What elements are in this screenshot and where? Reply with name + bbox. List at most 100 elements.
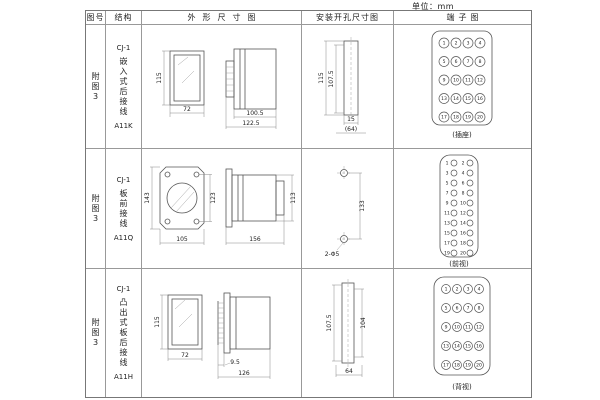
terminal-circle xyxy=(463,360,473,370)
terminal-circle xyxy=(466,209,474,217)
terminal-number: 6 xyxy=(456,306,459,312)
drill-dims xyxy=(336,172,362,251)
terminal-number: 7 xyxy=(467,306,470,312)
front-view-dims xyxy=(162,50,205,117)
terminal-number: 18 xyxy=(454,363,460,369)
terminal-number: 1 xyxy=(445,287,448,293)
terminal-circle xyxy=(450,56,462,67)
terminal-number: 14 xyxy=(454,344,460,350)
terminal-number: 20 xyxy=(477,115,483,121)
dim-front-width: 105 xyxy=(176,236,188,243)
terminal-circle xyxy=(450,239,458,247)
terminal-circle xyxy=(462,56,474,67)
side-view-dims xyxy=(225,174,294,245)
terminal-number: 13 xyxy=(444,221,450,227)
terminal-circle xyxy=(452,303,462,313)
terminal-number: 13 xyxy=(443,344,449,350)
terminal-circle xyxy=(438,111,450,123)
terminal-circle xyxy=(438,56,450,67)
terminal-circle xyxy=(452,360,462,370)
header-outline: 外形尺寸图 xyxy=(142,11,302,25)
terminal-circle xyxy=(441,303,451,313)
terminal-circle xyxy=(441,322,451,332)
terminal-circle xyxy=(450,111,462,123)
terminal-circle xyxy=(463,341,473,351)
side-view xyxy=(225,48,277,110)
terminal-outline xyxy=(439,154,479,258)
terminal-circle xyxy=(452,341,462,351)
terminal-circle xyxy=(450,93,462,104)
type-code-label: A11K xyxy=(114,121,133,130)
dim-front-width: 72 xyxy=(183,106,191,113)
terminal-number: 7 xyxy=(467,59,470,65)
terminal-number: 3 xyxy=(467,287,470,293)
terminal-circle xyxy=(466,229,474,237)
row3-structure-cell: CJ-1 凸出式板后接线 A11H xyxy=(106,269,142,397)
row3-install-drawing: 107.5 104 64 xyxy=(326,279,367,377)
type-code-label: A11Q xyxy=(113,233,134,242)
row3-outline-drawing: 115 72 xyxy=(154,292,271,379)
terminal-number: 3 xyxy=(467,41,470,47)
drill-holes xyxy=(340,169,348,243)
terminal-number: 12 xyxy=(460,211,466,217)
dim-cutout-h1: 107.5 xyxy=(326,314,333,331)
terminal-number: 4 xyxy=(462,171,465,177)
row2-outline-cell: 143 123 105 156 xyxy=(142,149,302,269)
terminal-circle xyxy=(466,189,474,197)
terminal-number: 17 xyxy=(441,115,447,121)
dim-side-length: 126 xyxy=(238,370,250,377)
terminal-number: 12 xyxy=(477,78,483,84)
terminal-number: 18 xyxy=(460,241,466,247)
terminal-circle xyxy=(450,159,458,167)
terminal-circle xyxy=(450,169,458,177)
terminal-number: 6 xyxy=(455,59,458,65)
model-label: CJ-1 xyxy=(116,43,131,52)
front-view xyxy=(169,50,205,106)
dim-cutout-h2: 115 xyxy=(318,72,325,84)
cutout-dims xyxy=(324,40,366,134)
terminal-number: 10 xyxy=(454,325,460,331)
terminal-circle xyxy=(474,93,486,104)
terminal-number: 9 xyxy=(445,325,448,331)
row1-outline-drawing: 115 72 xyxy=(156,48,277,129)
row3-fig-cell: 附图3 xyxy=(86,269,106,397)
terminal-number: 5 xyxy=(445,306,448,312)
terminal-circle xyxy=(450,209,458,217)
terminal-circle xyxy=(450,179,458,187)
dim-cutout-w1: 15 xyxy=(347,116,355,123)
header-terminal: 端子图 xyxy=(394,11,531,25)
terminal-circle xyxy=(441,341,451,351)
structure-desc: 嵌入式后接线 xyxy=(119,56,128,116)
dim-cutout-w1: 64 xyxy=(345,368,353,375)
terminal-number: 5 xyxy=(443,59,446,65)
terminal-number: 10 xyxy=(453,78,459,84)
terminal-number: 17 xyxy=(444,241,450,247)
dim-side-length: 156 xyxy=(249,236,261,243)
terminal-number: 20 xyxy=(476,363,482,369)
terminal-circle xyxy=(466,219,474,227)
terminal-circle xyxy=(450,37,462,49)
row2-install-cell: 133 2-Φ5 xyxy=(302,149,394,269)
terminal-circle xyxy=(450,74,462,86)
fig-no-label: 附图3 xyxy=(91,193,100,223)
terminal-number: 14 xyxy=(460,221,466,227)
center-marks xyxy=(337,166,351,246)
row1-structure-cell: CJ-1 嵌入式后接线 A11K xyxy=(106,25,142,149)
terminal-circle xyxy=(474,111,486,123)
terminal-number: 17 xyxy=(443,363,449,369)
terminal-number: 14 xyxy=(453,96,459,102)
header-structure: 结构 xyxy=(106,11,142,25)
model-label: CJ-1 xyxy=(116,285,131,293)
terminal-circle xyxy=(462,37,474,49)
dim-front-height: 143 xyxy=(144,192,151,204)
terminal-number: 5 xyxy=(446,181,449,187)
terminal-number: 16 xyxy=(476,344,482,350)
terminal-circle xyxy=(474,322,484,332)
